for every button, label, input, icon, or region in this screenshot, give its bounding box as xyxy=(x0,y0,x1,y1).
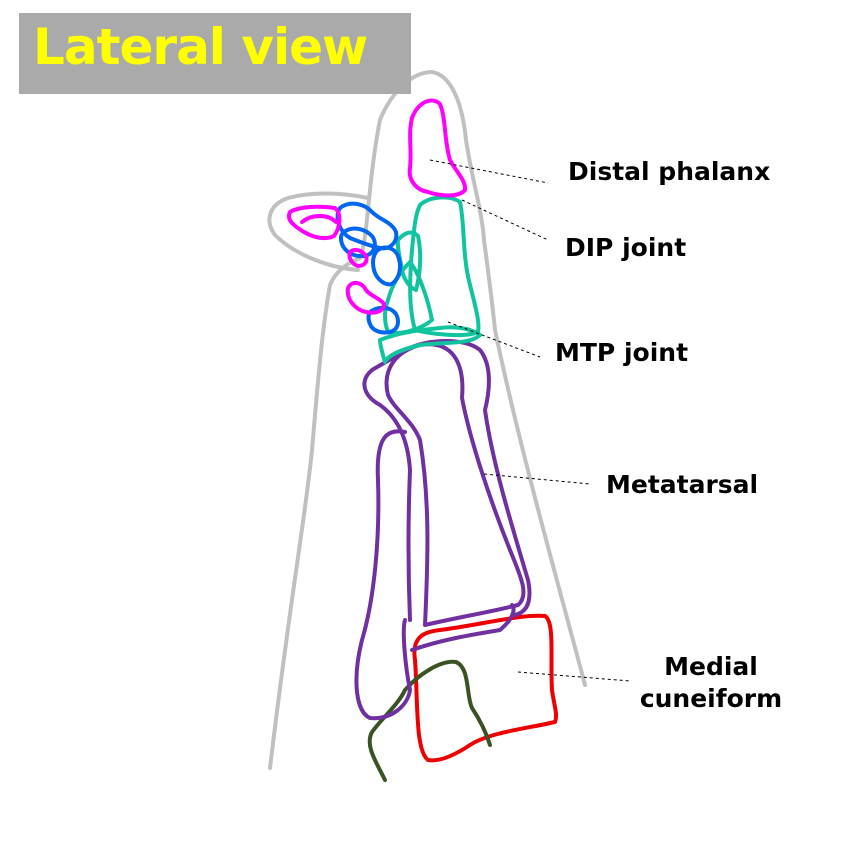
label-medial-cuneiform: Medial cuneiform xyxy=(632,651,790,715)
title-banner xyxy=(19,13,411,94)
leader-line-distal-phalanx xyxy=(429,159,549,184)
label-mtp-joint: MTP joint xyxy=(555,338,689,367)
metatarsal-bone-medial xyxy=(354,429,412,721)
leader-line-medial-cuneiform xyxy=(517,671,631,682)
big-toe-outline xyxy=(267,191,370,272)
middle-phalanx-bone-4 xyxy=(366,305,400,335)
leader-line-mtp-joint xyxy=(447,321,541,358)
leader-line-dip-joint xyxy=(461,199,549,241)
metatarsal-base-link xyxy=(410,603,516,652)
label-medial-cuneiform-line2: cuneiform xyxy=(639,684,783,713)
distal-phalanx-bone-5 xyxy=(347,247,369,268)
proximal-phalanx-bone-3 xyxy=(378,325,482,364)
diagram-title: Lateral view xyxy=(33,18,368,76)
metatarsal-bone xyxy=(384,342,526,627)
middle-phalanx-bone-3 xyxy=(371,245,402,287)
label-medial-cuneiform-line1: Medial xyxy=(664,652,758,681)
medial-cuneiform-bone xyxy=(412,613,559,763)
distal-phalanx-bone xyxy=(407,98,468,198)
distal-phalanx-bone-4 xyxy=(345,281,386,315)
foot-outline xyxy=(268,70,587,770)
adjacent-bone xyxy=(367,659,492,782)
middle-phalanx-bone xyxy=(335,201,399,251)
label-distal-phalanx: Distal phalanx xyxy=(568,157,771,186)
label-metatarsal: Metatarsal xyxy=(606,470,759,499)
distal-phalanx-bone-2 xyxy=(287,204,342,241)
label-dip-joint: DIP joint xyxy=(565,233,687,262)
distal-phalanx-bone-3 xyxy=(300,214,338,224)
